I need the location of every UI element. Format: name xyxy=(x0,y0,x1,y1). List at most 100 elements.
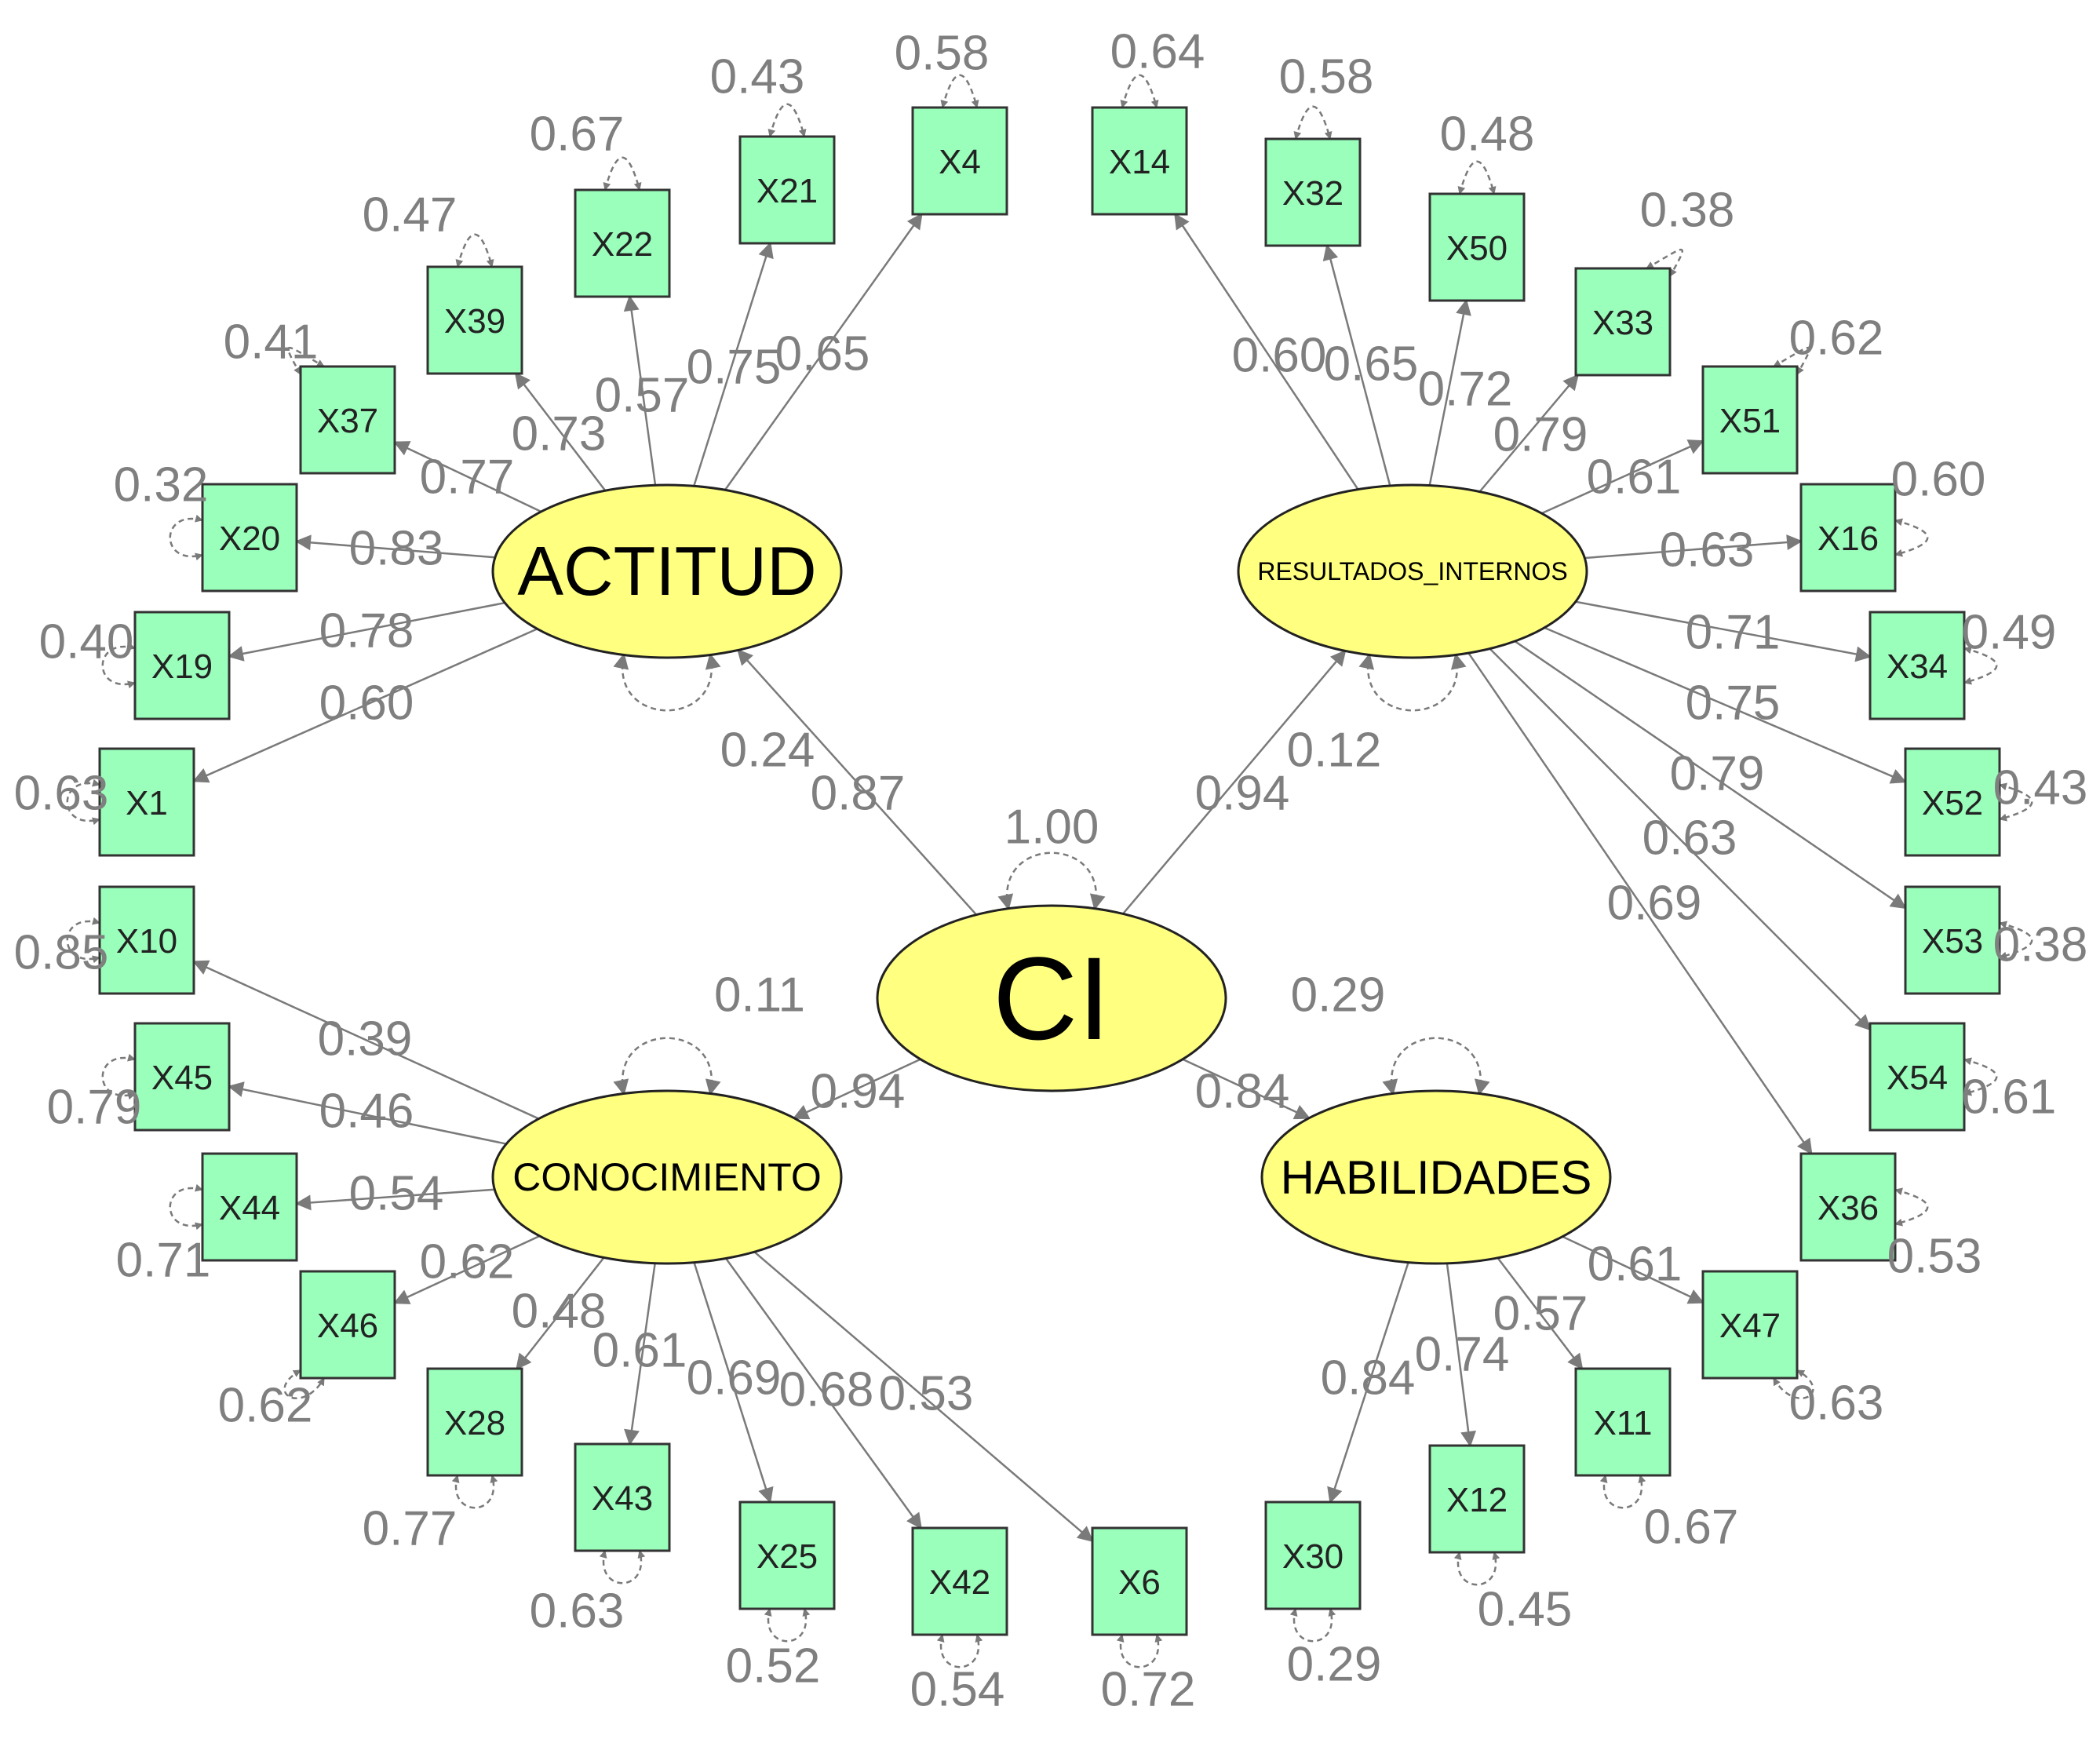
indicator-label: X19 xyxy=(151,647,213,686)
factor-loading-value: 0.78 xyxy=(319,603,414,658)
factor-loading-value: 0.79 xyxy=(1670,746,1765,800)
error-variance-loop xyxy=(1457,160,1497,195)
factor-loading-arrow xyxy=(295,1188,495,1211)
indicator-box xyxy=(1428,192,1526,302)
latent-variance-value: 0.12 xyxy=(1287,723,1382,777)
indicator-label: X34 xyxy=(1887,647,1948,686)
indicator-x52: X52 xyxy=(1904,747,2001,857)
indicator-label: X51 xyxy=(1719,402,1781,440)
error-variance-loop xyxy=(599,1550,646,1584)
latent-act: ACTITUD xyxy=(491,483,843,659)
indicator-label: X37 xyxy=(317,402,378,440)
factor-loading-value: 0.69 xyxy=(687,1351,782,1405)
error-variance-loop xyxy=(101,642,136,689)
error-variance-value: 0.58 xyxy=(1279,49,1374,104)
error-variance-value: 0.63 xyxy=(1789,1376,1884,1430)
latent-ellipse xyxy=(1260,1089,1612,1265)
error-variance-value: 0.60 xyxy=(1891,452,1986,506)
indicator-label: X16 xyxy=(1817,520,1879,558)
indicator-x30: X30 xyxy=(1264,1501,1362,1610)
factor-loading-value: 0.68 xyxy=(779,1362,874,1417)
nodes-layer: X4X21X22X39X37X20X19X1X14X32X50X33X51X16… xyxy=(98,106,2001,1636)
error-variance-value: 0.63 xyxy=(530,1584,625,1638)
indicator-x54: X54 xyxy=(1868,1022,1966,1132)
indicator-label: X20 xyxy=(219,520,280,558)
factor-loading-value: 0.54 xyxy=(349,1166,444,1220)
error-variance-loop xyxy=(287,346,325,375)
indicator-label: X50 xyxy=(1446,229,1508,268)
error-variance-value: 0.79 xyxy=(47,1080,142,1134)
error-variance-loop xyxy=(1963,1057,1998,1096)
indicator-x10: X10 xyxy=(98,885,195,995)
structural-path-arrow xyxy=(1182,1058,1311,1120)
factor-loading-value: 0.57 xyxy=(595,368,690,422)
factor-loading-value: 0.65 xyxy=(1324,337,1419,391)
error-variance-loop xyxy=(455,233,494,268)
error-variance-value: 0.72 xyxy=(1101,1662,1196,1716)
factor-loading-arrow xyxy=(1584,534,1803,560)
indicator-box xyxy=(1799,1152,1897,1262)
factor-loading-value: 0.39 xyxy=(318,1012,413,1066)
indicator-x34: X34 xyxy=(1868,611,1966,720)
factor-loading-arrow xyxy=(1497,1257,1584,1370)
indicator-label: X47 xyxy=(1719,1307,1781,1345)
factor-loading-value: 0.63 xyxy=(1642,811,1737,865)
indicator-label: X44 xyxy=(219,1189,280,1227)
indicator-label: X54 xyxy=(1887,1059,1948,1097)
error-variance-loop xyxy=(66,917,100,964)
error-variance-loop xyxy=(1894,1187,1929,1227)
error-variance-loop xyxy=(169,514,203,561)
indicator-box xyxy=(1868,1022,1966,1132)
indicator-box xyxy=(1091,1526,1188,1636)
error-variance-loop xyxy=(1599,1475,1646,1509)
indicator-x51: X51 xyxy=(1701,365,1799,475)
indicator-label: X11 xyxy=(1593,1404,1652,1442)
indicator-label: X22 xyxy=(592,225,653,264)
latent-label: RESULTADOS_INTERNOS xyxy=(1257,557,1567,585)
factor-loading-value: 0.75 xyxy=(1686,676,1781,730)
indicator-x44: X44 xyxy=(201,1152,298,1262)
error-variance-value: 0.67 xyxy=(530,107,625,161)
error-variance-value: 0.40 xyxy=(39,614,134,669)
factor-loading-arrow xyxy=(1575,600,1872,662)
error-variance-loop xyxy=(1116,1634,1163,1668)
indicator-x1: X1 xyxy=(98,747,195,857)
error-variance-value: 0.77 xyxy=(363,1501,458,1555)
indicator-x11: X11 xyxy=(1574,1367,1672,1477)
indicator-label: X25 xyxy=(757,1537,818,1576)
factor-loading-arrow xyxy=(514,372,607,491)
error-variance-value: 0.54 xyxy=(910,1662,1005,1716)
error-variance-loop xyxy=(1120,74,1159,108)
indicator-x47: X47 xyxy=(1701,1270,1799,1380)
indicator-box xyxy=(1264,137,1362,247)
indicator-label: X1 xyxy=(126,784,168,822)
indicator-box xyxy=(1428,1444,1526,1554)
error-variance-loop xyxy=(1963,646,1998,685)
error-variance-value: 0.58 xyxy=(895,26,990,80)
error-variance-loop xyxy=(169,1183,203,1231)
factor-loading-arrow xyxy=(228,1081,507,1145)
error-variance-value: 0.43 xyxy=(710,49,805,104)
indicator-box xyxy=(98,747,195,857)
indicator-x46: X46 xyxy=(299,1270,396,1380)
error-variance-value: 0.62 xyxy=(218,1378,313,1432)
indicator-label: X4 xyxy=(939,143,981,181)
indicator-x12: X12 xyxy=(1428,1444,1526,1554)
error-variance-loop xyxy=(940,74,979,108)
indicator-x21: X21 xyxy=(738,135,836,245)
error-variance-value: 0.41 xyxy=(224,315,319,369)
latent-variance-loop xyxy=(1358,653,1467,712)
error-variance-loop xyxy=(1772,1369,1814,1399)
indicator-x25: X25 xyxy=(738,1501,836,1610)
indicator-box xyxy=(1091,106,1188,216)
indicator-box xyxy=(426,1367,523,1477)
factor-loading-value: 0.74 xyxy=(1415,1327,1510,1381)
latent-hab: HABILIDADES xyxy=(1260,1089,1612,1265)
indicator-label: X45 xyxy=(151,1059,213,1097)
factor-loading-arrow xyxy=(516,1256,605,1370)
factor-loading-arrow xyxy=(693,242,774,487)
error-variance-loop xyxy=(1999,921,2033,960)
factor-loading-arrow xyxy=(1544,626,1907,784)
factor-loading-arrow xyxy=(1562,1235,1704,1304)
factor-loading-value: 0.84 xyxy=(1321,1351,1416,1405)
